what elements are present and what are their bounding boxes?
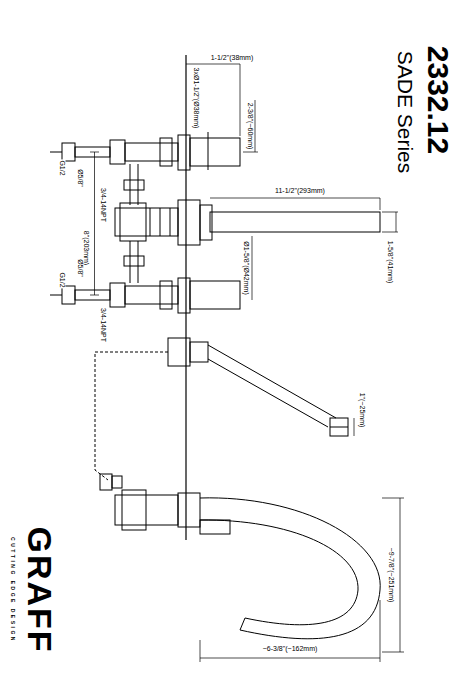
dimension: Ø5/8"	[77, 168, 84, 188]
dimension: ~6-3/8"(~162mm)	[262, 645, 319, 652]
dimension: 3xØ1-1/2"(Ø38mm)	[193, 67, 200, 130]
thread-spec: G1/2	[59, 159, 66, 176]
thread-spec: 3/4-14NPT	[100, 187, 107, 223]
dimension: Ø5/8"	[77, 258, 84, 278]
dimension: Ø1-5/8"(Ø42mm)	[243, 240, 250, 295]
dimension: 1"(~25mm)	[359, 392, 366, 429]
dimension: 8"(203mm)	[83, 230, 90, 266]
brand-tagline: CUTTING EDGE DESIGN	[10, 536, 15, 644]
dimension: 1-1/2"(38mm)	[210, 54, 255, 61]
series-name: SADE Series	[395, 50, 416, 175]
brand-logo: GRAFF	[23, 525, 57, 654]
model-number: 2332.12	[423, 45, 453, 155]
dimension: 11-1/2"(293mm)	[274, 187, 326, 194]
dimension: ~9-7/8"(~251mm)	[388, 547, 395, 604]
thread-spec: 3/4-14NPT	[100, 307, 107, 343]
dimension: 2-3/8"(~60mm)	[247, 102, 254, 151]
thread-spec: G1/2	[59, 271, 66, 288]
dimension: 1-5/8"(41mm)	[387, 240, 394, 285]
